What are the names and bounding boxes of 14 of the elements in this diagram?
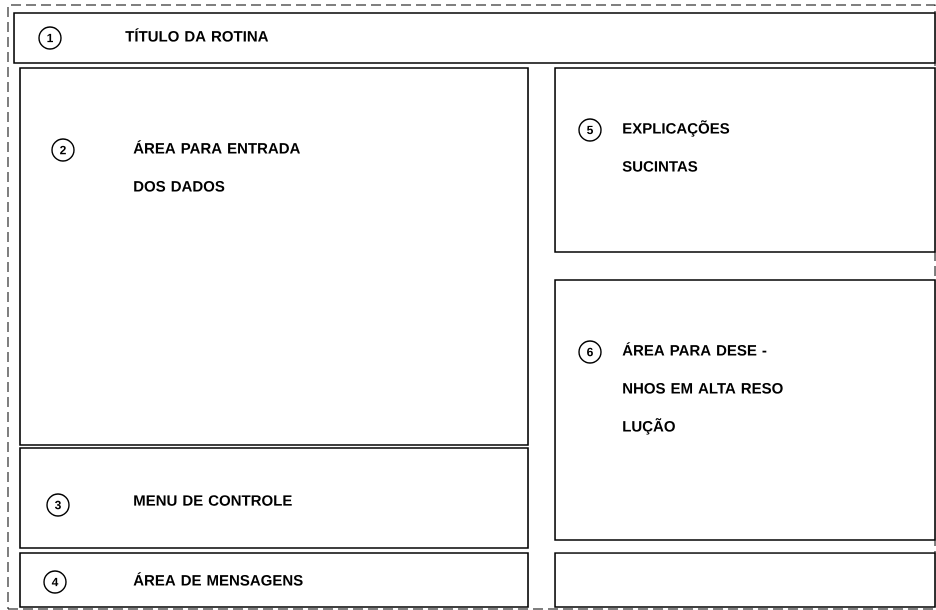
callout-number: 1 xyxy=(38,26,62,50)
panel-label: ÁREA DE MENSAGENS xyxy=(134,572,303,586)
callout-number: 4 xyxy=(43,570,67,594)
callout-number: 2 xyxy=(51,138,75,162)
panel-label: ÁREA PARA ENTRADA DOS DADOS xyxy=(134,140,300,192)
panel-label: MENU DE CONTROLE xyxy=(134,495,292,506)
panel-label: EXPLICAÇÕES SUCINTAS xyxy=(622,120,730,172)
frame-box xyxy=(8,4,936,610)
panel-label: TÍTULO DA ROTINA xyxy=(125,28,268,42)
callout-number: 6 xyxy=(578,340,602,364)
panel-label: ÁREA PARA DESE - NHOS EM ALTA RESO LUÇÃO xyxy=(622,342,783,435)
empty-box xyxy=(554,552,936,608)
callout-number: 3 xyxy=(46,493,70,517)
callout-number: 5 xyxy=(578,118,602,142)
